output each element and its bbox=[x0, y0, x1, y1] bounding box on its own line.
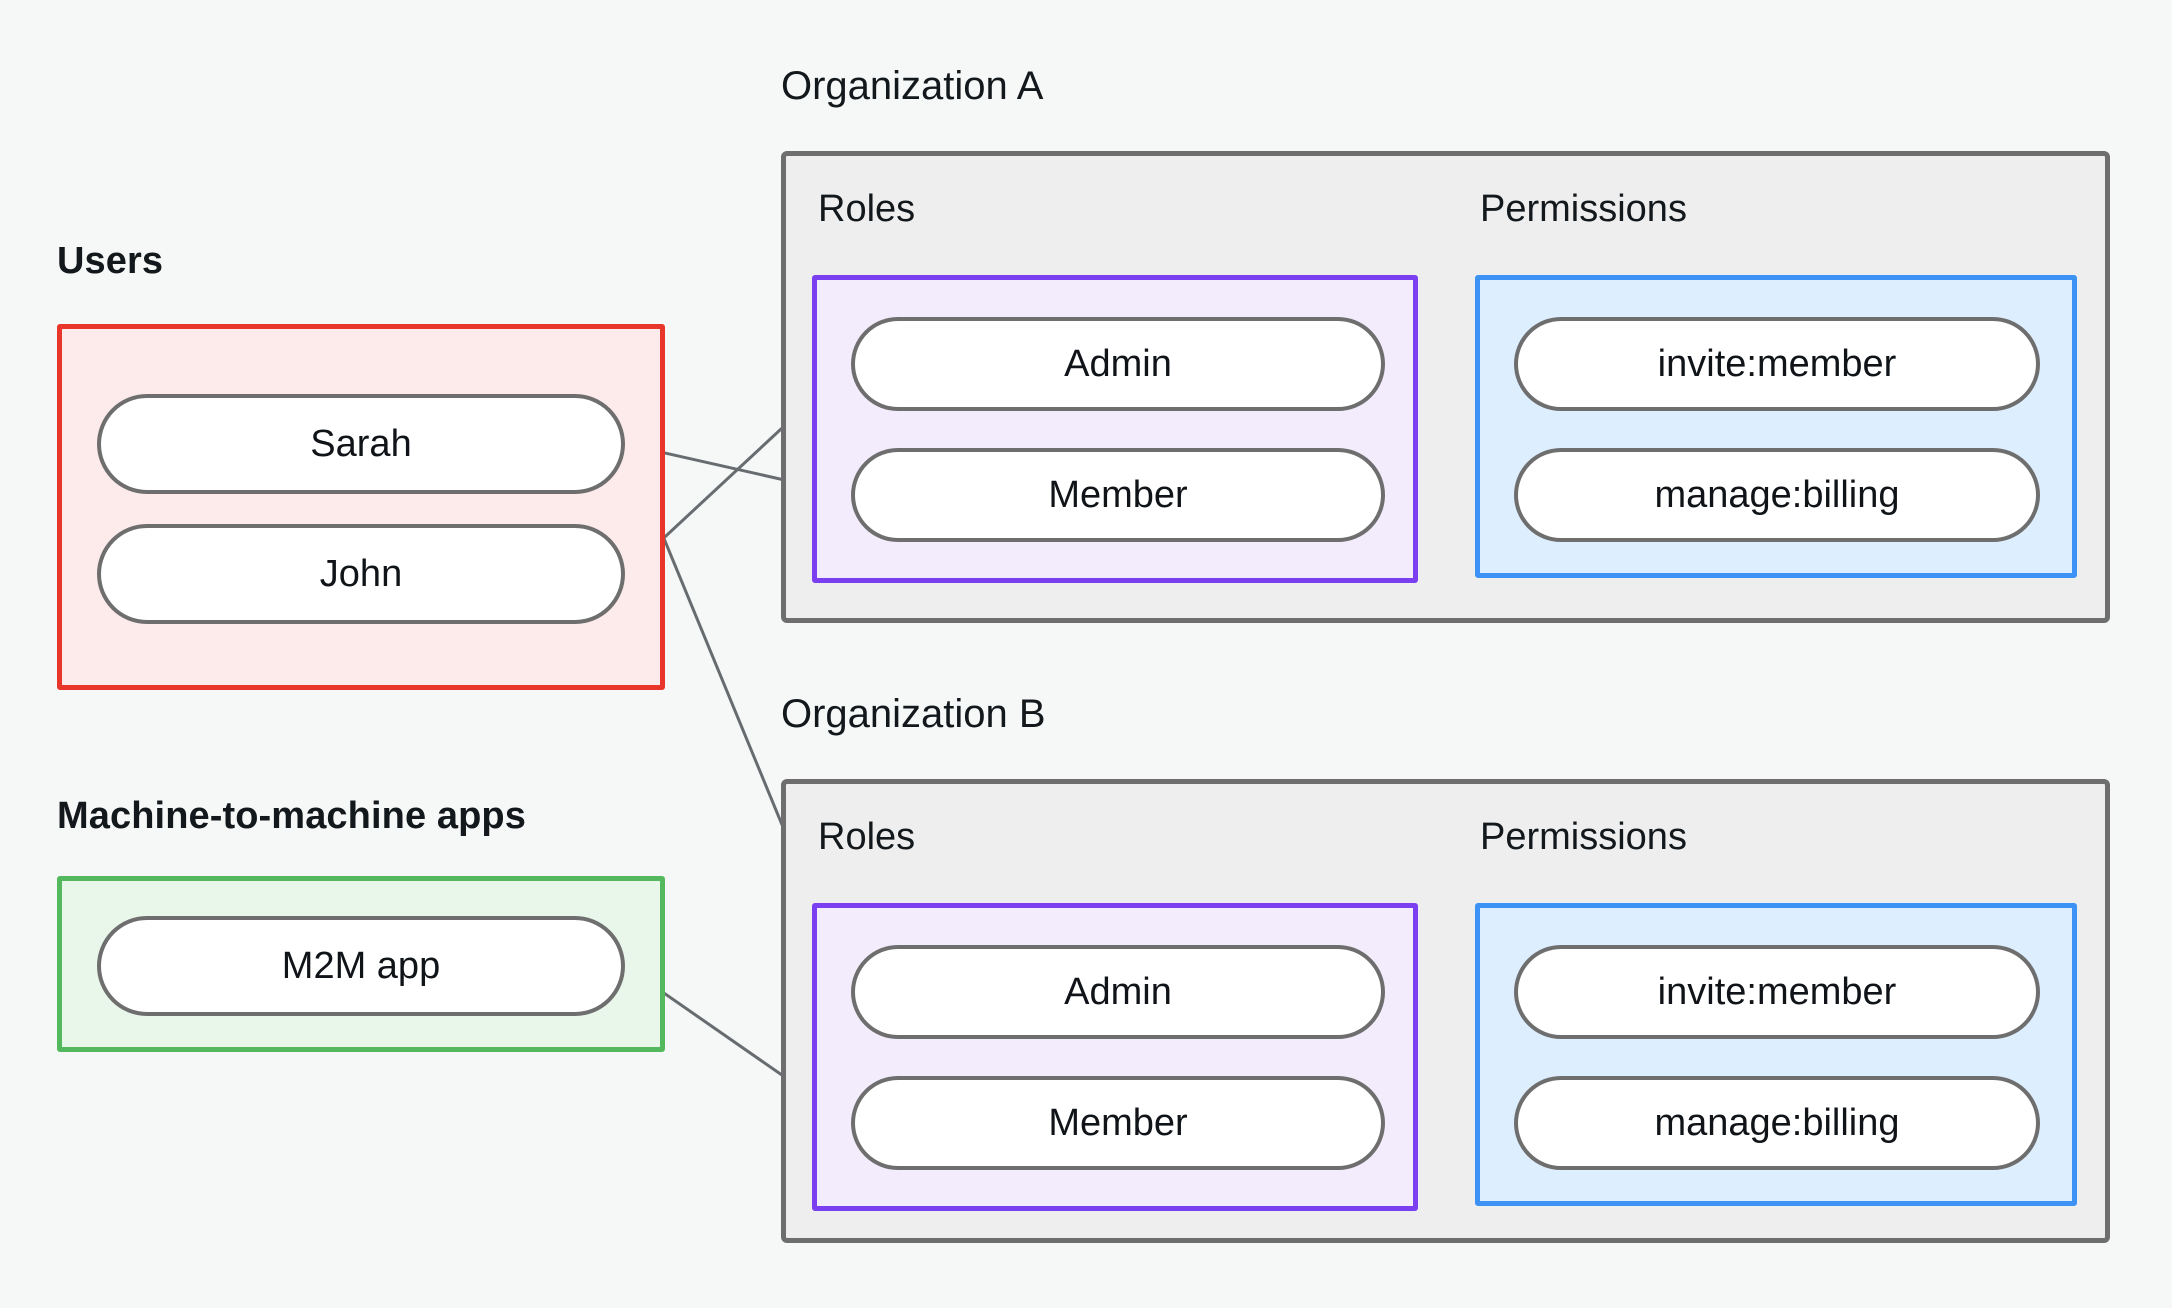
organization-a-role-admin[interactable]: Admin bbox=[851, 317, 1385, 411]
users-caption: Users bbox=[57, 240, 164, 282]
organization-b-role-admin[interactable]: Admin bbox=[851, 945, 1385, 1039]
user-node-sarah[interactable]: Sarah bbox=[97, 394, 625, 494]
user-node-label: John bbox=[319, 552, 403, 595]
organization-a-permission-invite-member[interactable]: invite:member bbox=[1514, 317, 2040, 411]
organization-b-caption: Organization B bbox=[781, 692, 1046, 736]
organization-a-permissions-label: Permissions bbox=[1480, 188, 1687, 230]
permission-node-label: manage:billing bbox=[1654, 1101, 1900, 1144]
role-node-label: Member bbox=[1048, 473, 1188, 516]
m2m-app-node[interactable]: M2M app bbox=[97, 916, 625, 1016]
organization-b-permissions-label: Permissions bbox=[1480, 816, 1687, 858]
m2m-apps-caption: Machine-to-machine apps bbox=[57, 795, 526, 837]
role-node-label: Member bbox=[1048, 1101, 1188, 1144]
organization-a-permission-manage-billing[interactable]: manage:billing bbox=[1514, 448, 2040, 542]
user-node-john[interactable]: John bbox=[97, 524, 625, 624]
organization-a-roles-label: Roles bbox=[818, 188, 916, 230]
organization-a-role-member[interactable]: Member bbox=[851, 448, 1385, 542]
user-node-label: Sarah bbox=[310, 422, 412, 465]
role-node-label: Admin bbox=[1064, 970, 1172, 1013]
organization-b-role-member[interactable]: Member bbox=[851, 1076, 1385, 1170]
organization-b-permission-manage-billing[interactable]: manage:billing bbox=[1514, 1076, 2040, 1170]
organization-b-permission-invite-member[interactable]: invite:member bbox=[1514, 945, 2040, 1039]
permission-node-label: invite:member bbox=[1657, 342, 1897, 385]
m2m-app-node-label: M2M app bbox=[281, 944, 441, 987]
organization-b-roles-label: Roles bbox=[818, 816, 916, 858]
permission-node-label: invite:member bbox=[1657, 970, 1897, 1013]
role-node-label: Admin bbox=[1064, 342, 1172, 385]
organization-a-caption: Organization A bbox=[781, 64, 1044, 108]
users-group-box bbox=[57, 324, 665, 690]
permission-node-label: manage:billing bbox=[1654, 473, 1900, 516]
